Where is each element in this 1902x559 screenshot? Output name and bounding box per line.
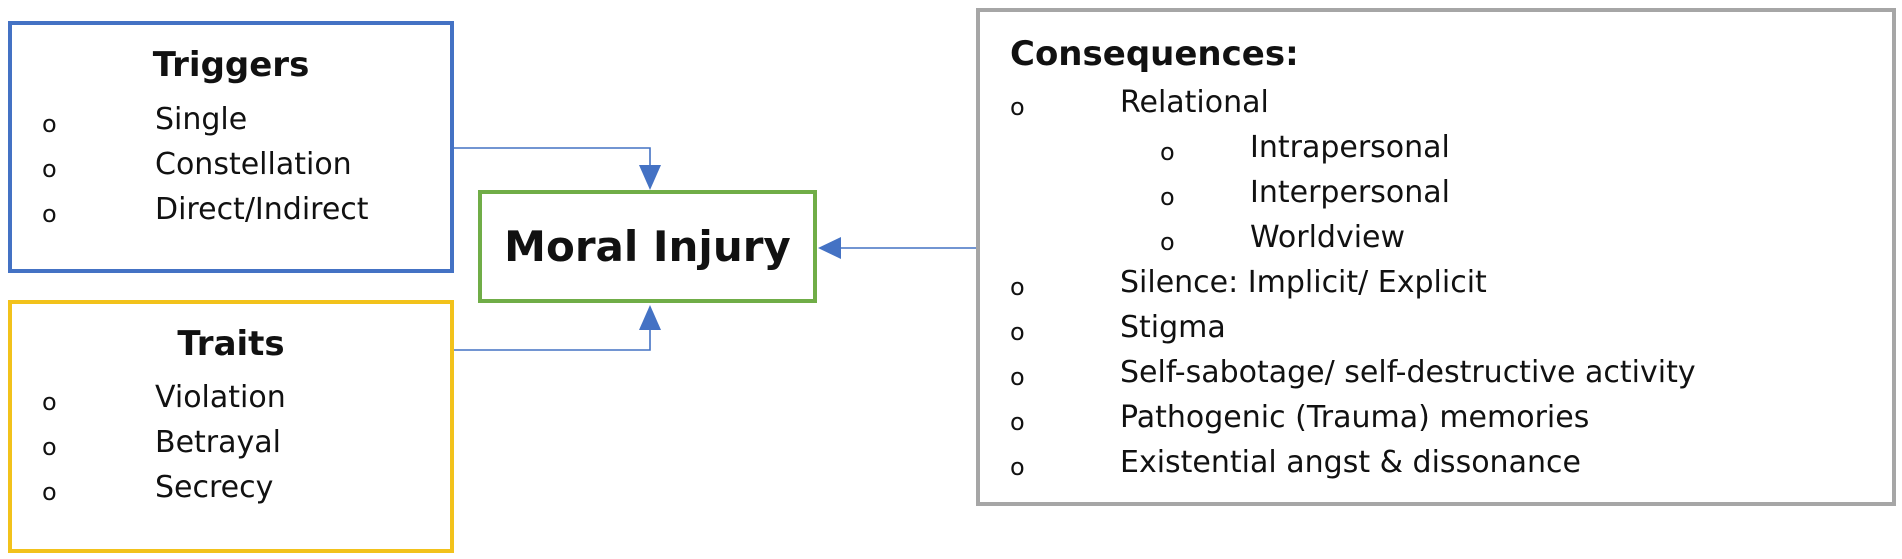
bullet-icon: o (42, 155, 57, 183)
arrow-traits-to-moral-injury (454, 325, 651, 351)
bullet-icon: o (42, 388, 57, 416)
consequence-item: Self-sabotage/ self-destructive activity (1120, 355, 1696, 390)
consequence-subitem: Worldview (1250, 220, 1406, 255)
consequences-box: Consequences: o Relational o Intraperson… (976, 8, 1896, 506)
trigger-item: Single (155, 102, 248, 137)
consequence-item: Stigma (1120, 310, 1226, 345)
bullet-icon: o (42, 110, 57, 138)
consequence-item: Silence: Implicit/ Explicit (1120, 265, 1487, 300)
arrowhead-traits (639, 305, 661, 330)
bullet-icon: o (1010, 318, 1025, 346)
arrowhead-consequences (818, 237, 841, 259)
bullet-icon: o (1010, 93, 1025, 121)
consequence-subitem: Intrapersonal (1250, 130, 1450, 165)
trait-item: Secrecy (155, 470, 274, 505)
bullet-icon: o (1010, 273, 1025, 301)
bullet-icon: o (1010, 363, 1025, 391)
trait-item: Violation (155, 380, 286, 415)
bullet-icon: o (42, 200, 57, 228)
trigger-item: Constellation (155, 147, 352, 182)
arrow-triggers-to-moral-injury (454, 147, 651, 183)
trigger-item: Direct/Indirect (155, 192, 369, 227)
bullet-icon: o (1160, 183, 1175, 211)
bullet-icon: o (1010, 408, 1025, 436)
bullet-icon: o (42, 433, 57, 461)
consequence-item: Existential angst & dissonance (1120, 445, 1581, 480)
bullet-icon: o (1160, 138, 1175, 166)
triggers-box: Triggers o Single o Constellation o Dire… (8, 21, 454, 273)
consequence-subitem: Interpersonal (1250, 175, 1450, 210)
bullet-icon: o (1010, 453, 1025, 481)
arrowhead-triggers (639, 165, 661, 190)
consequence-item: Pathogenic (Trauma) memories (1120, 400, 1590, 435)
triggers-title: Triggers (152, 45, 310, 85)
moral-injury-box: Moral Injury (478, 190, 817, 303)
bullet-icon: o (1160, 228, 1175, 256)
consequences-title: Consequences: (1010, 34, 1299, 74)
trait-item: Betrayal (155, 425, 281, 460)
traits-title: Traits (177, 324, 285, 364)
bullet-icon: o (42, 478, 57, 506)
consequence-item: Relational (1120, 85, 1269, 120)
traits-box: Traits o Violation o Betrayal o Secrecy (8, 300, 454, 553)
moral-injury-title: Moral Injury (504, 222, 791, 271)
